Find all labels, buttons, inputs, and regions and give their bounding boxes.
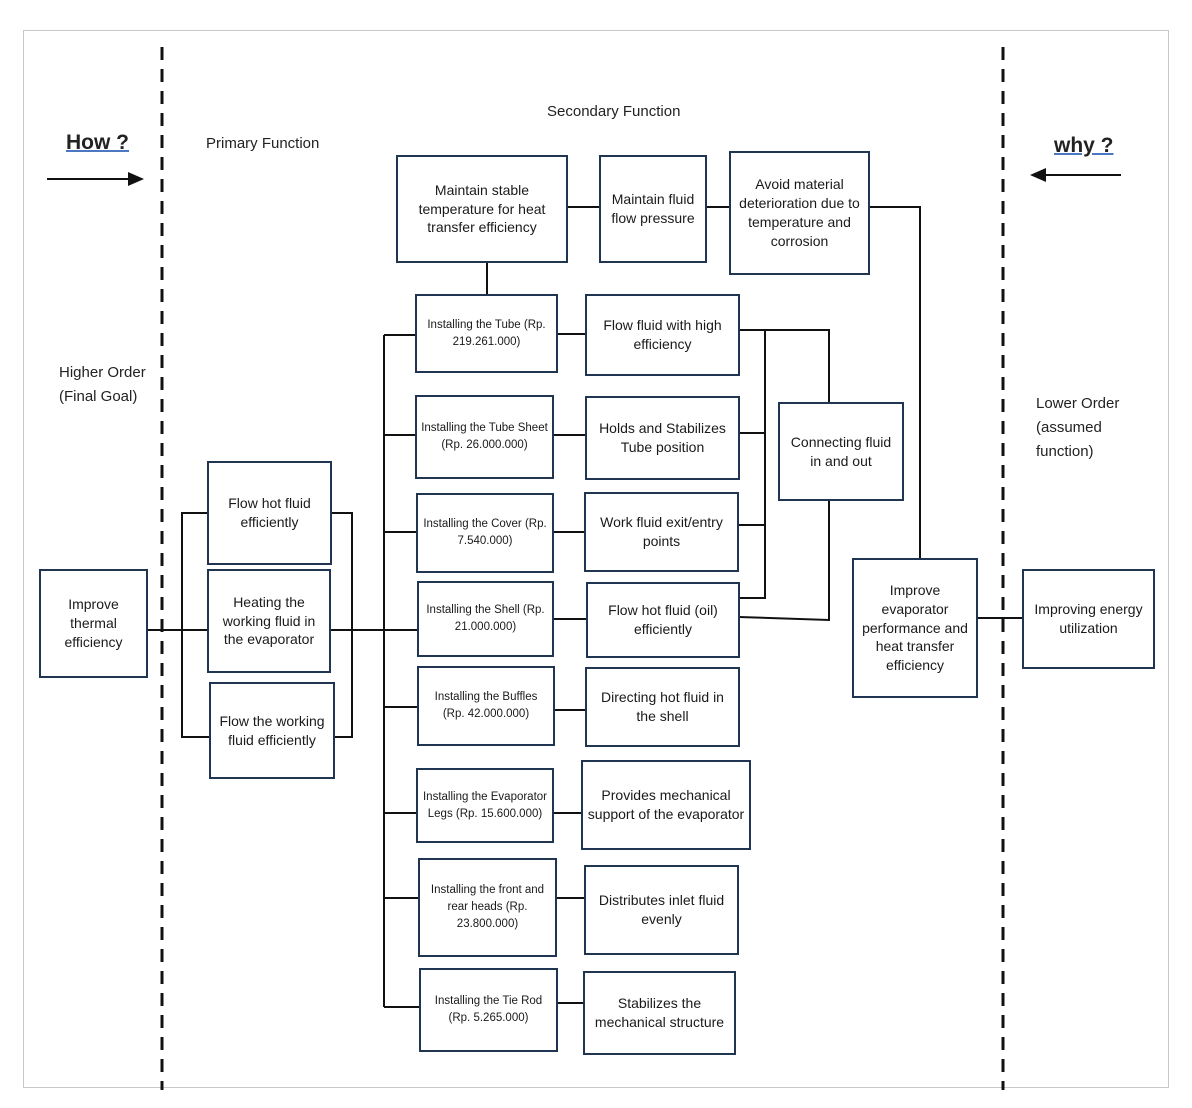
avoid-deterioration-box: Avoid material deterioration due to temp… — [729, 151, 870, 275]
secondary-function-label: Secondary Function — [547, 103, 681, 120]
install-tie-rod-box: Installing the Tie Rod (Rp. 5.265.000) — [419, 968, 558, 1052]
why-arrow-head — [1030, 168, 1046, 182]
install-shell-box: Installing the Shell (Rp. 21.000.000) — [417, 581, 554, 657]
improve-evaporator-box: Improve evaporator performance and heat … — [852, 558, 978, 698]
flow-fluid-high-efficiency-box: Flow fluid with high efficiency — [585, 294, 740, 376]
directing-hot-fluid-box: Directing hot fluid in the shell — [585, 667, 740, 747]
install-heads-box: Installing the front and rear heads (Rp.… — [418, 858, 557, 957]
maintain-pressure-box: Maintain fluid flow pressure — [599, 155, 707, 263]
heating-working-fluid-box: Heating the working fluid in the evapora… — [207, 569, 331, 673]
improving-energy-utilization-box: Improving energy utilization — [1022, 569, 1155, 669]
install-tube-box: Installing the Tube (Rp. 219.261.000) — [415, 294, 558, 373]
distributes-inlet-fluid-box: Distributes inlet fluid evenly — [584, 865, 739, 955]
how-arrow-head — [128, 172, 144, 186]
stabilizes-structure-box: Stabilizes the mechanical structure — [583, 971, 736, 1055]
work-fluid-exit-entry-box: Work fluid exit/entry points — [584, 492, 739, 572]
lower-order-label: Lower Order (assumed function) — [1036, 395, 1120, 460]
improve-thermal-efficiency-box: Improve thermal efficiency — [39, 569, 148, 678]
flow-working-fluid-box: Flow the working fluid efficiently — [209, 682, 335, 779]
primary-function-label: Primary Function — [206, 135, 320, 152]
higher-order-label: Higher Order (Final Goal) — [59, 364, 146, 405]
mechanical-support-box: Provides mechanical support of the evapo… — [581, 760, 751, 850]
diagram-frame — [23, 30, 1169, 1088]
connecting-fluid-box: Connecting fluid in and out — [778, 402, 904, 501]
install-tube-sheet-box: Installing the Tube Sheet (Rp. 26.000.00… — [415, 395, 554, 479]
flow-hot-fluid-oil-box: Flow hot fluid (oil) efficiently — [586, 582, 740, 658]
flow-hot-fluid-box: Flow hot fluid efficiently — [207, 461, 332, 565]
install-buffles-box: Installing the Buffles (Rp. 42.000.000) — [417, 666, 555, 746]
maintain-temperature-box: Maintain stable temperature for heat tra… — [396, 155, 568, 263]
holds-stabilizes-tube-box: Holds and Stabilizes Tube position — [585, 396, 740, 480]
how-label: How ? — [66, 131, 129, 154]
install-cover-box: Installing the Cover (Rp. 7.540.000) — [416, 493, 554, 573]
install-evaporator-legs-box: Installing the Evaporator Legs (Rp. 15.6… — [416, 768, 554, 843]
why-label: why ? — [1054, 134, 1114, 157]
